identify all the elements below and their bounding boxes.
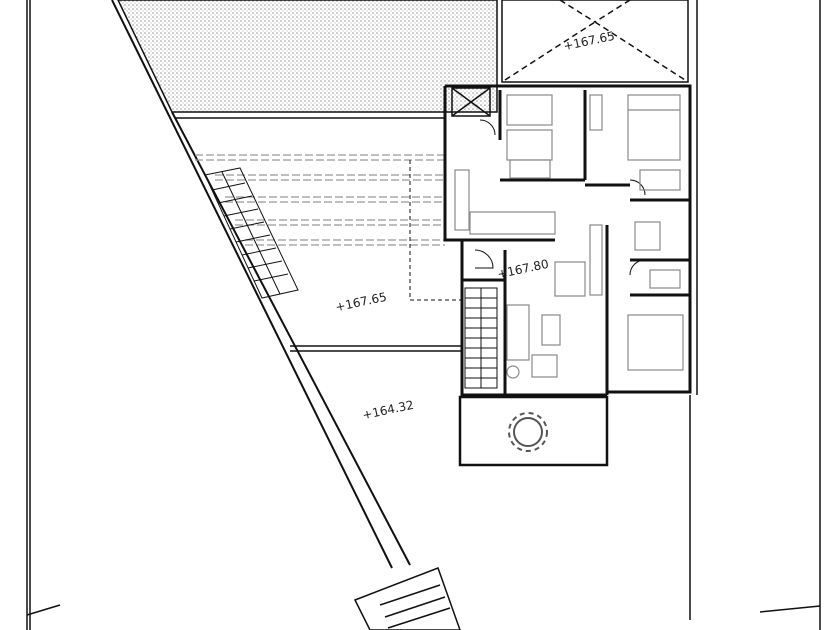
access-stair — [353, 567, 461, 630]
diagonal-wall — [111, 0, 393, 569]
upper-terrace — [501, 0, 689, 83]
building-walls — [443, 84, 692, 397]
shower — [634, 221, 661, 251]
armchair — [531, 354, 558, 378]
interior-stair — [464, 287, 498, 389]
round-table-with-chairs — [508, 412, 548, 452]
bed — [506, 94, 553, 126]
garden-stair — [204, 167, 299, 299]
double-bed-2 — [627, 314, 684, 371]
sofa — [506, 304, 530, 361]
washbasin — [639, 169, 681, 191]
lower-terrace — [458, 395, 609, 467]
dining-table — [554, 261, 586, 297]
hatched-lawn-area — [117, 0, 498, 113]
kitchen-island — [469, 211, 556, 235]
furniture — [454, 94, 684, 379]
coffee-table — [541, 314, 561, 346]
double-bed — [627, 94, 681, 161]
pergola-dashed-lines — [195, 154, 445, 246]
